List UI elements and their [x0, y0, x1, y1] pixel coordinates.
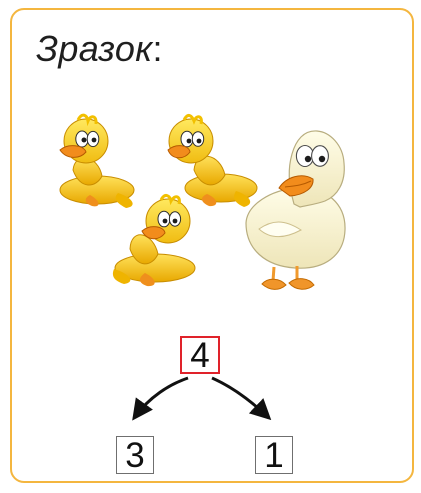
title-word: Зразок — [36, 28, 153, 69]
left-part-box: 3 — [116, 436, 154, 474]
right-part-box: 1 — [255, 436, 293, 474]
right-arrow — [211, 376, 272, 421]
title-colon: : — [152, 28, 163, 69]
card-title: Зразок: — [36, 31, 163, 67]
left-arrow — [132, 376, 189, 421]
duckling-2 — [167, 113, 258, 207]
left-part-number: 3 — [125, 435, 145, 475]
total-number-box: 4 — [180, 336, 220, 374]
example-card — [10, 8, 414, 483]
total-number: 4 — [190, 335, 210, 375]
duckling-1 — [59, 113, 135, 208]
right-part-number: 1 — [264, 435, 284, 475]
adult-duck — [245, 130, 346, 290]
duckling-3 — [112, 193, 196, 287]
